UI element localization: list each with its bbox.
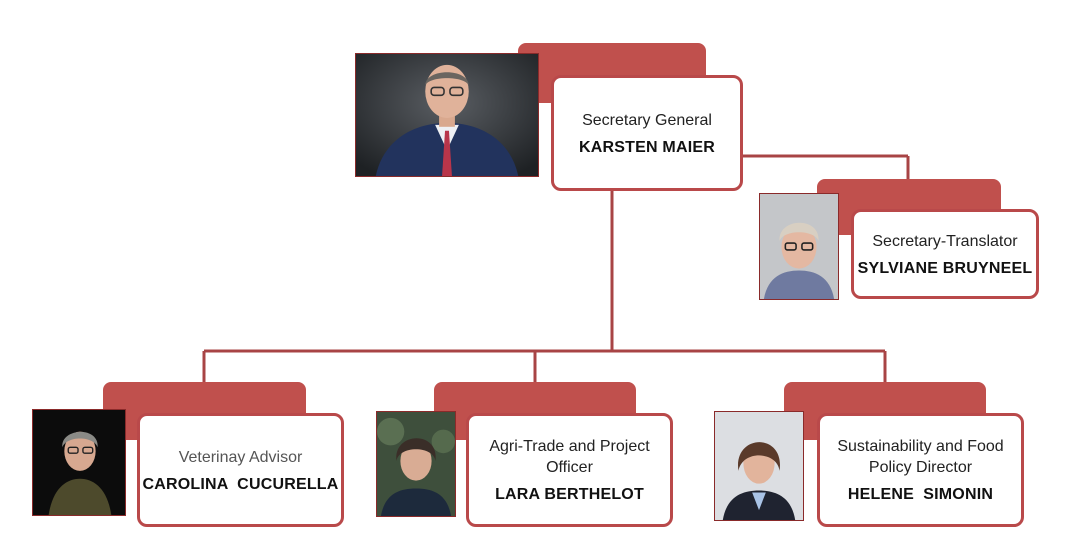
- node-card: Agri-Trade and Project Officer LARA BERT…: [466, 413, 673, 527]
- portrait-photo-icon: [32, 409, 126, 516]
- portrait-photo-icon: [355, 53, 539, 177]
- node-card: Sustainability and Food Policy Director …: [817, 413, 1024, 527]
- person-name: SYLVIANE BRUYNEEL: [857, 259, 1033, 277]
- person-name: LARA BERTHELOT: [495, 486, 644, 503]
- role-title: Veterinay Advisor: [178, 448, 303, 466]
- portrait-photo-icon: [714, 411, 804, 521]
- node-card: Secretary General KARSTEN MAIER: [551, 75, 743, 191]
- node-card: Secretary-Translator SYLVIANE BRUYNEEL: [851, 209, 1039, 299]
- role-title: Sustainability and Food Policy Director: [837, 438, 1004, 476]
- person-name: CAROLINA CUCURELLA: [142, 475, 339, 493]
- role-title: Secretary General: [582, 111, 712, 129]
- person-name: KARSTEN MAIER: [579, 138, 715, 156]
- person-name: HELENE SIMONIN: [847, 486, 994, 503]
- portrait-photo-icon: [376, 411, 456, 517]
- portrait-photo-icon: [759, 193, 839, 300]
- role-title: Secretary-Translator: [872, 232, 1018, 250]
- role-title: Agri-Trade and Project Officer: [489, 438, 650, 476]
- node-card: Veterinay Advisor CAROLINA CUCURELLA: [137, 413, 344, 527]
